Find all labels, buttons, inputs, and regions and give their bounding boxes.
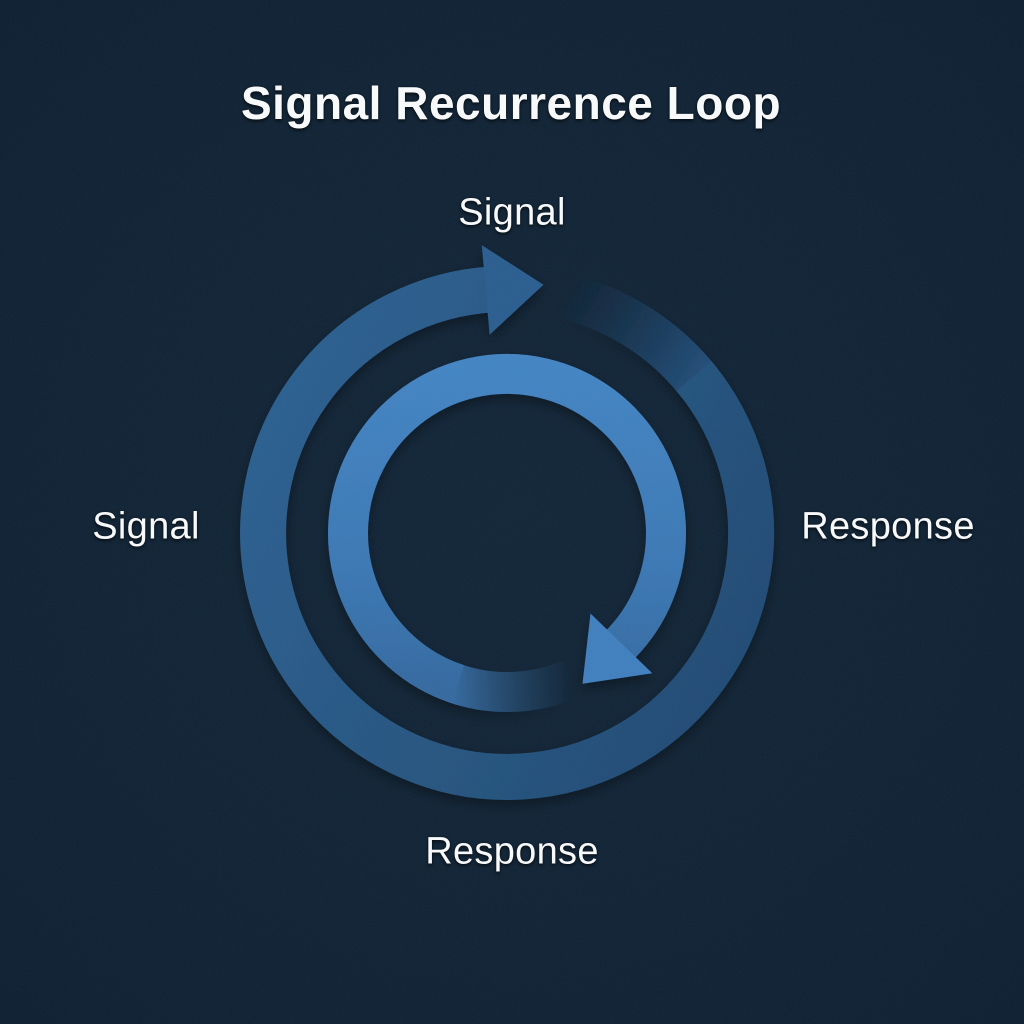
node-label-response-bottom: Response [425,830,599,873]
node-label-response-right: Response [801,505,975,548]
page-title: Signal Recurrence Loop [240,77,782,129]
node-label-signal-left: Signal [92,505,200,548]
node-label-signal-top: Signal [458,191,566,234]
